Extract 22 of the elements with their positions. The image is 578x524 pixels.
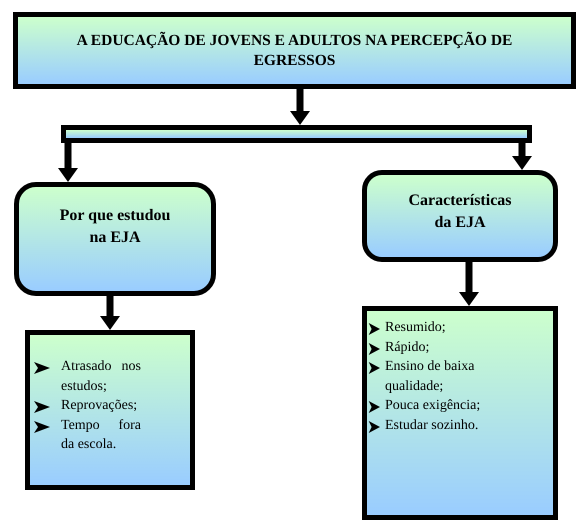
list-item-text: Pouca exigência; (385, 397, 482, 416)
heading-box (14, 182, 216, 296)
list-item-text: Estudar sozinho. (385, 416, 480, 435)
connector-bar (61, 125, 532, 143)
list-item-text: Reprovações; (61, 397, 138, 416)
arrow (512, 143, 532, 170)
list-box (362, 306, 558, 520)
title-box (13, 12, 576, 89)
list-item-text: Tempo fora da escola. (61, 416, 141, 454)
arrow (100, 296, 120, 330)
list-item-text: Resumido; (385, 319, 447, 337)
list-item-text: Rápido; (385, 338, 430, 357)
heading-text: Características da EJA (407, 191, 513, 234)
arrow (58, 143, 78, 182)
heading-text: Por que estudou na EJA (58, 206, 172, 248)
heading-box (362, 170, 558, 262)
list-item-text: Atrasado nos estudos; (61, 358, 141, 396)
list-box (25, 330, 195, 490)
list-item-text: Ensino de baixa qualidade; (385, 358, 476, 396)
heading-text: A EDUCAÇÃO DE JOVENS E ADULTOS NA PERCEPÇÃO DE EGRESSOS (76, 31, 514, 72)
arrow (290, 89, 310, 125)
arrow (459, 262, 479, 306)
